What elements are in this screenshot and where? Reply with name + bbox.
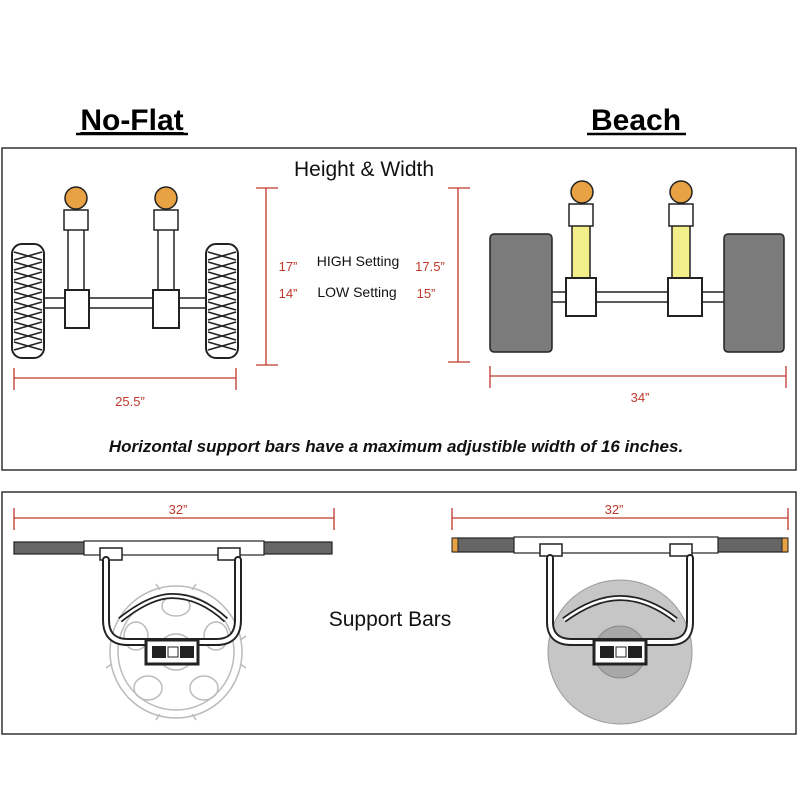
support-bar-note: Horizontal support bars have a maximum a… [109,437,683,456]
beach-front-view: 34” [489,180,787,405]
noflat-left-wheel [11,243,45,359]
noflat-right-post [152,186,180,329]
beach-bar-width-label: 32” [605,502,624,517]
noflat-right-knob [154,186,178,210]
noflat-top-view: 32” [13,502,335,721]
heading-beach: Beach [591,104,681,137]
bottom-panel-title: Support Bars [329,608,452,631]
noflat-front-view: 25.5” [11,186,239,409]
beach-top-view: 32” [451,502,789,725]
top-panel-title: Height & Width [294,158,434,181]
beach-right-knob [669,180,693,204]
noflat-left-post [63,186,90,329]
high-setting-label: HIGH Setting [317,253,399,269]
beach-width-label: 34” [631,390,650,405]
beach-left-post [565,180,597,317]
noflat-left-knob [64,186,88,210]
noflat-bar-width-label: 32” [169,502,188,517]
beach-top-bracket-plate [513,536,719,554]
noflat-low-value: 14” [279,286,298,301]
noflat-high-value: 17” [279,259,298,274]
beach-high-value: 17.5” [415,259,445,274]
top-panel-frame [1,147,797,471]
height-dimensions [256,187,470,366]
beach-right-wheel [723,233,785,353]
beach-right-post [667,180,703,317]
low-setting-label: LOW Setting [317,284,396,300]
beach-left-wheel [489,233,553,353]
bottom-panel-frame [1,491,797,735]
noflat-width-label: 25.5” [115,394,145,409]
beach-left-knob [570,180,594,204]
beach-low-value: 15” [417,286,436,301]
noflat-right-wheel [205,243,239,359]
heading-no-flat: No-Flat [80,104,183,137]
